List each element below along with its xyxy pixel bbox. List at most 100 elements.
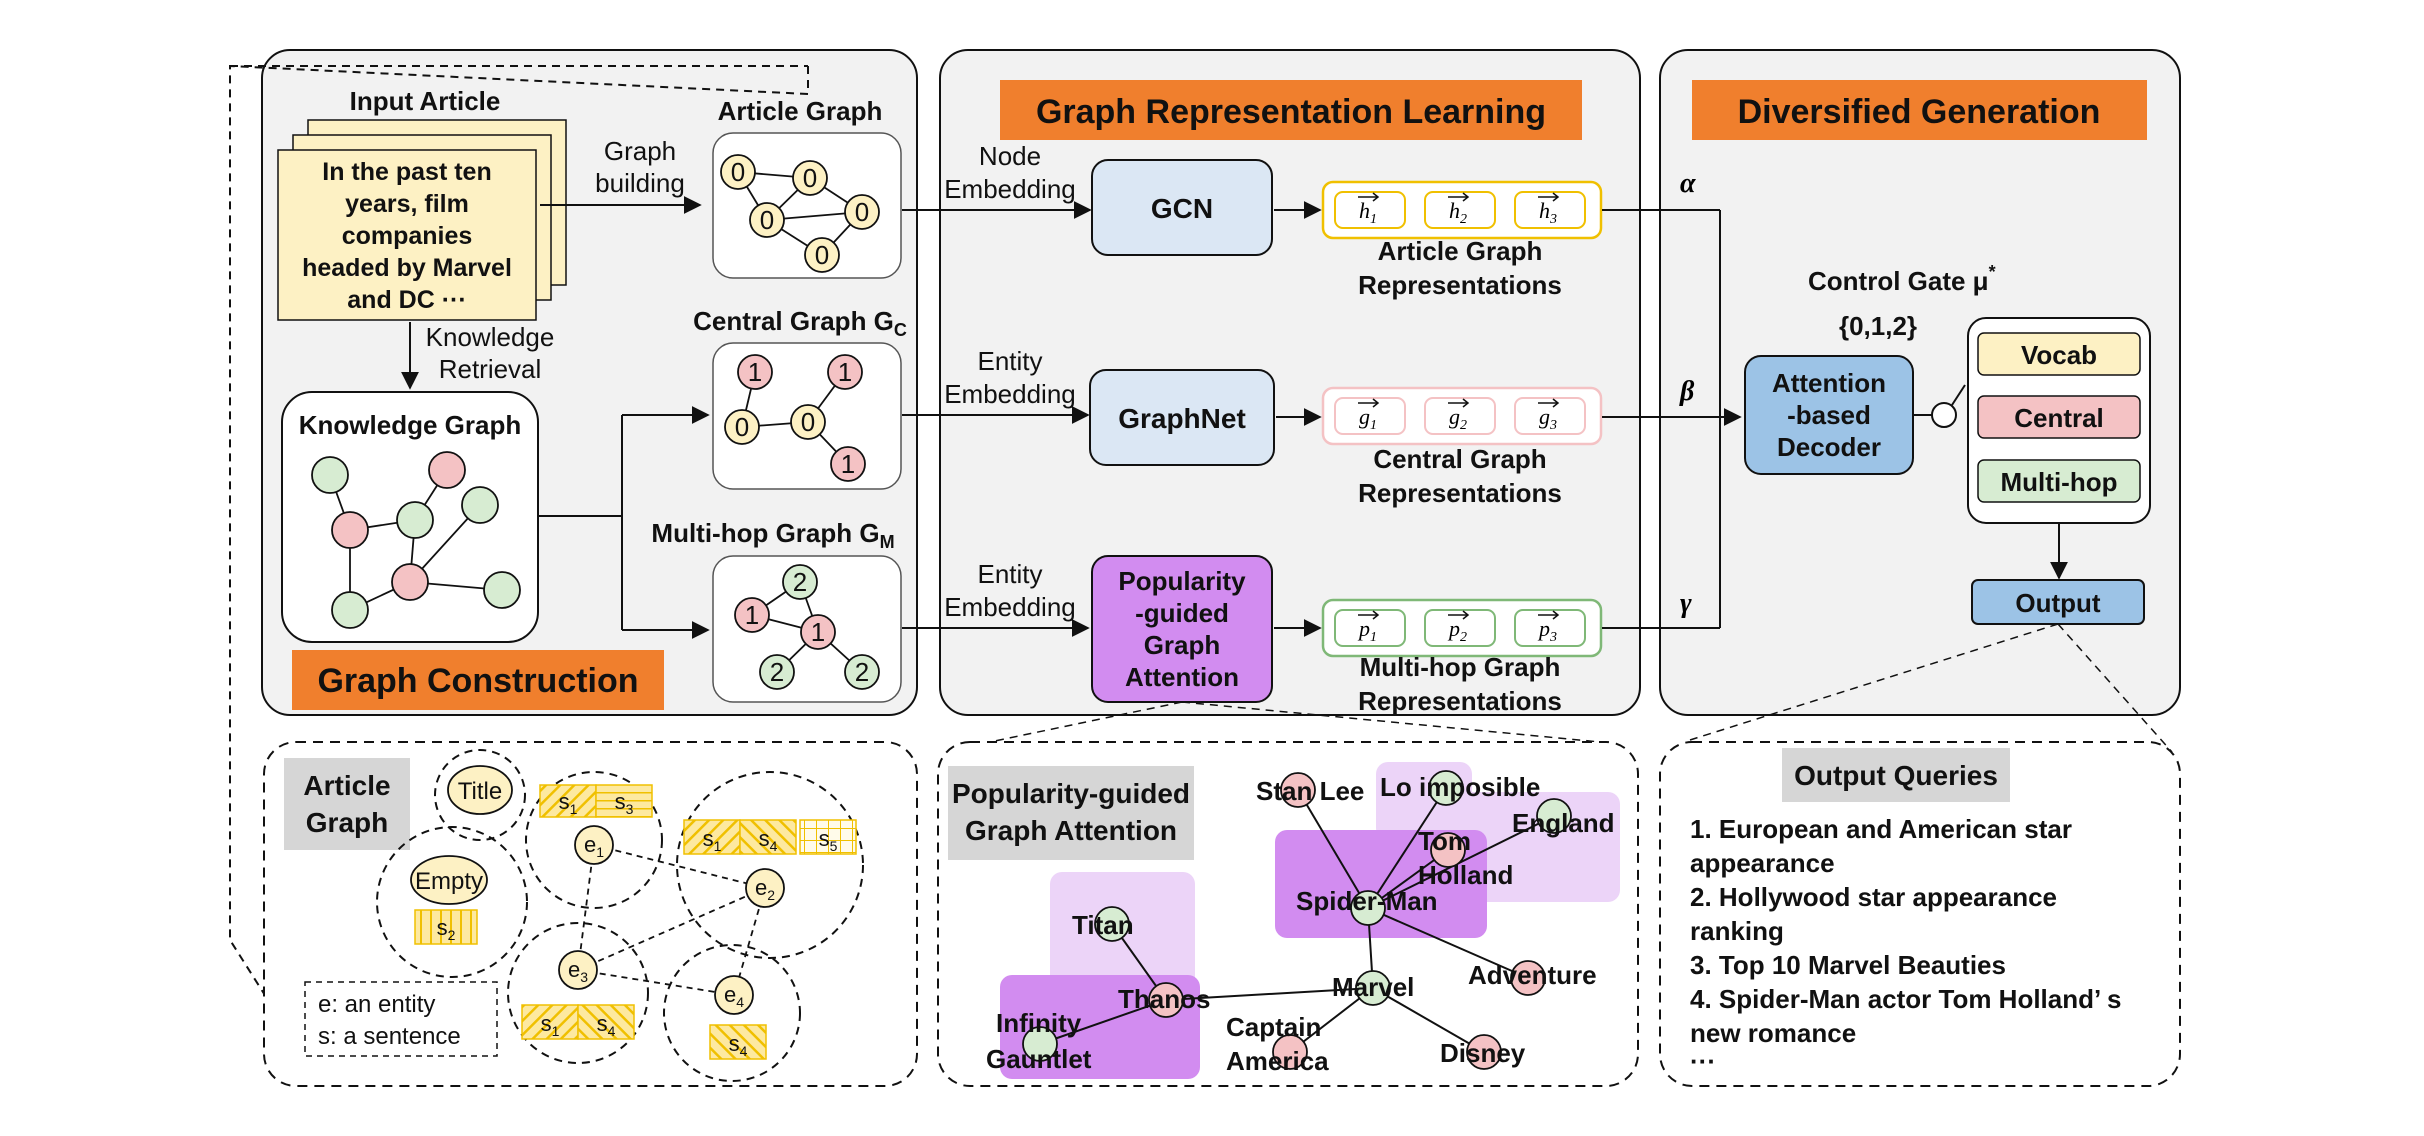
gate-option-central-label: Central xyxy=(2014,403,2104,433)
svg-text:s4: s4 xyxy=(597,1011,616,1039)
svg-text:e4: e4 xyxy=(724,982,744,1010)
svg-text:h3: h3 xyxy=(1539,198,1557,227)
detail-pga-title-box xyxy=(948,766,1194,860)
gate-option-central xyxy=(1977,395,2141,439)
svg-text:1: 1 xyxy=(841,449,855,479)
svg-text:America: America xyxy=(1226,1046,1329,1076)
svg-text:s4: s4 xyxy=(729,1031,748,1059)
output-queries-title-box xyxy=(1782,748,2010,802)
panel-title-generation: Diversified Generation xyxy=(1738,93,2101,131)
svg-text:2: 2 xyxy=(793,567,807,597)
detail-article-title-1: Article xyxy=(303,770,390,801)
sentence-s1-b xyxy=(683,819,741,855)
article-rep-label-2: Representations xyxy=(1358,270,1562,300)
gate-option-vocab-label: Vocab xyxy=(2021,340,2097,370)
gcn-module xyxy=(1091,159,1273,256)
panel-title-representation: Graph Representation Learning xyxy=(1036,93,1546,131)
svg-text:0: 0 xyxy=(731,157,745,187)
article-stack-front xyxy=(277,149,537,321)
knowledge-retrieval-label-1: Knowledge xyxy=(426,322,555,352)
svg-text:s3: s3 xyxy=(615,789,634,817)
svg-text:p3: p3 xyxy=(1537,616,1557,645)
central-rep-label-2: Representations xyxy=(1358,478,1562,508)
query-line-8: ··· xyxy=(1690,1046,1716,1076)
panel-title-box-construction xyxy=(292,650,664,710)
decoder-label-1: Attention xyxy=(1772,368,1886,398)
output-queries-title: Output Queries xyxy=(1794,760,1998,791)
pga-nodes xyxy=(1022,770,1572,1070)
svg-text:Captain: Captain xyxy=(1226,1012,1321,1042)
detail-pga-title-1: Popularity-guided xyxy=(952,778,1190,809)
graph-building-label-1: Graph xyxy=(604,136,676,166)
central-rep-vectors: g1 g2 g3 xyxy=(1334,397,1586,435)
svg-text:2: 2 xyxy=(855,657,869,687)
svg-text:0: 0 xyxy=(855,197,869,227)
multihop-rep-vectors: p1 p2 p3 xyxy=(1334,609,1586,647)
svg-text:1: 1 xyxy=(748,357,762,387)
article-graph-nodes: 0 0 0 0 0 xyxy=(720,154,880,273)
svg-text:1: 1 xyxy=(811,617,825,647)
input-article-title: Input Article xyxy=(350,86,501,116)
panel-title-box-generation xyxy=(1692,80,2147,140)
legend-entity: e: an entity xyxy=(318,991,435,1018)
article-graph-title: Article Graph xyxy=(718,96,883,126)
gate-option-multihop xyxy=(1977,459,2141,503)
knowledge-graph-nodes xyxy=(311,451,521,629)
entity-e3 xyxy=(558,950,598,990)
gamma-weight: γ xyxy=(1680,588,1692,619)
svg-text:Adventure: Adventure xyxy=(1468,960,1597,990)
central-graph-title: Central Graph GC xyxy=(693,306,907,340)
svg-text:Stan Lee: Stan Lee xyxy=(1256,776,1364,806)
pga-label-3: Graph xyxy=(1144,630,1221,660)
detail-article-title-2: Graph xyxy=(306,807,388,838)
svg-text:Titan: Titan xyxy=(1072,910,1134,940)
pga-label-2: -guided xyxy=(1135,598,1229,628)
entity-e1 xyxy=(574,825,614,865)
gate-option-vocab xyxy=(1977,332,2141,376)
svg-text:g2: g2 xyxy=(1449,404,1467,433)
query-line-5: 3. Top 10 Marvel Beauties xyxy=(1690,950,2006,980)
svg-text:s1: s1 xyxy=(703,826,722,854)
article-graph-box xyxy=(712,132,902,279)
article-line-1: In the past ten xyxy=(322,158,491,186)
multihop-graph-title: Multi-hop Graph GM xyxy=(651,518,894,552)
svg-text:Thanos: Thanos xyxy=(1118,984,1210,1014)
article-rep-label-1: Article Graph xyxy=(1378,236,1543,266)
article-line-4: headed by Marvel xyxy=(302,254,512,282)
svg-text:Title: Title xyxy=(458,778,502,805)
beta-weight: β xyxy=(1679,376,1695,407)
alpha-weight: α xyxy=(1680,168,1696,199)
article-line-2: years, film xyxy=(345,190,469,218)
detail-pga-title-2: Graph Attention xyxy=(965,815,1177,846)
node-embedding-label-2: Embedding xyxy=(944,174,1076,204)
svg-text:0: 0 xyxy=(760,205,774,235)
svg-text:Gauntlet: Gauntlet xyxy=(986,1044,1092,1074)
svg-text:g1: g1 xyxy=(1359,404,1377,433)
decoder-label-3: Decoder xyxy=(1777,432,1881,462)
sentence-s2 xyxy=(414,909,478,945)
decoder-label-2: -based xyxy=(1787,400,1871,430)
output-queries-list: 1. European and American star appearance… xyxy=(1690,814,2121,1076)
merge-lines xyxy=(1602,209,1742,629)
gcn-label: GCN xyxy=(1151,193,1213,224)
svg-text:Tom: Tom xyxy=(1418,826,1471,856)
article-line-3: companies xyxy=(342,222,473,250)
node-embedding-label-1: Node xyxy=(979,141,1041,171)
knowledge-graph-title: Knowledge Graph xyxy=(299,410,521,440)
svg-text:Spider-Man: Spider-Man xyxy=(1296,886,1438,916)
detail-clusters xyxy=(376,749,864,1082)
svg-text:g3: g3 xyxy=(1539,404,1557,433)
entity-embedding-label-1: Entity xyxy=(977,346,1042,376)
svg-text:2: 2 xyxy=(770,657,784,687)
detail-legend-box xyxy=(304,981,498,1057)
control-gate-title: Control Gate μ* xyxy=(1808,262,1996,296)
svg-text:England: England xyxy=(1512,808,1615,838)
knowledge-retrieval-label-2: Retrieval xyxy=(439,354,542,384)
legend-sentence: s: a sentence xyxy=(318,1023,461,1050)
panel-title-construction: Graph Construction xyxy=(317,662,638,700)
svg-text:h1: h1 xyxy=(1359,198,1377,227)
svg-text:Marvel: Marvel xyxy=(1332,972,1414,1002)
entity-embedding-label-3: Entity xyxy=(977,559,1042,589)
central-rep-label-1: Central Graph xyxy=(1373,444,1546,474)
entity-embedding-label-2: Embedding xyxy=(944,379,1076,409)
